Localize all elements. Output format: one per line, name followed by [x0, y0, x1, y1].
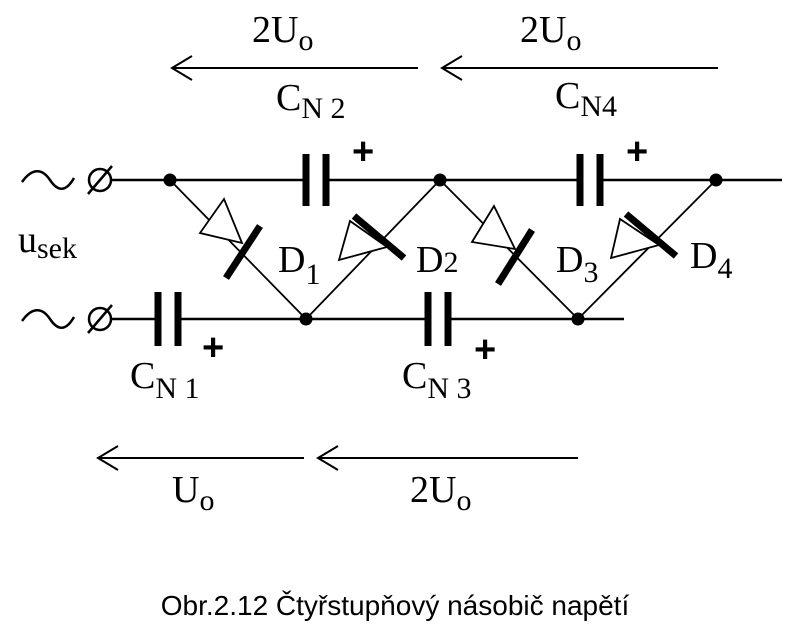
capacitor-cn4 [576, 154, 604, 206]
junction-node-4 [299, 312, 313, 326]
capacitor-label-cn4: CN4 [555, 75, 617, 123]
capacitor-cn1 [154, 292, 182, 346]
voltage-arrow-bottom-left [96, 445, 304, 471]
voltage-label-bottom-left: Uo [172, 469, 214, 517]
capacitor-label-cn2: CN 2 [276, 77, 346, 125]
capacitor-cn2 [302, 154, 330, 206]
diode-d4 [609, 211, 679, 260]
junction-node-5 [571, 312, 585, 326]
diode-label-d2: D2 [416, 239, 458, 281]
figure-caption: Obr.2.12 Čtyřstupňový násobič napětí [161, 590, 630, 621]
ac-terminal-top [20, 165, 113, 195]
junction-node-1 [163, 173, 177, 187]
junction-node-3 [709, 173, 723, 187]
polarity-mark-cn4: + [626, 131, 648, 173]
polarity-mark-cn1: + [202, 327, 224, 369]
voltage-arrow-top-right [440, 55, 718, 81]
diode-label-d3: D3 [556, 239, 598, 289]
diode-d1 [198, 197, 263, 280]
polarity-mark-cn3: + [474, 329, 496, 371]
capacitor-label-cn3: CN 3 [402, 355, 472, 405]
polarity-mark-cn2: + [352, 131, 374, 173]
diode-d3 [470, 204, 535, 286]
voltage-label-top-left: 2Uo [252, 9, 313, 57]
junction-node-2 [433, 173, 447, 187]
diode-d2 [337, 213, 407, 262]
source-label: usek [18, 219, 77, 265]
capacitor-label-cn1: CN 1 [130, 355, 200, 405]
ac-terminal-bottom [20, 304, 113, 334]
voltage-arrow-top-left [170, 55, 418, 81]
voltage-label-top-right: 2Uo [520, 9, 581, 57]
voltage-arrow-bottom-right [316, 445, 578, 471]
diode-label-d4: D4 [690, 235, 732, 285]
diode-label-d1: D1 [278, 239, 320, 291]
capacitor-cn3 [424, 292, 452, 346]
voltage-label-bottom-right: 2Uo [410, 469, 471, 517]
